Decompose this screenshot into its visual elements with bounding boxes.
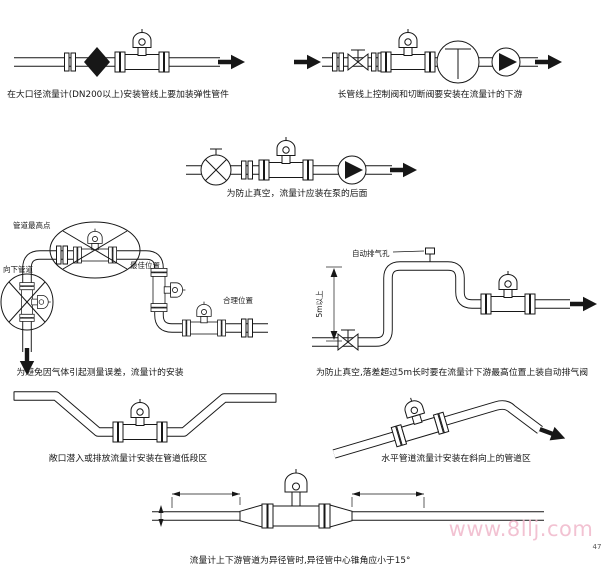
- label-highest-point: 管道最高点: [13, 220, 51, 230]
- diagram-7-inclined-pipe: 水平管道流量计安装在斜向上的管道区: [332, 389, 568, 464]
- page-number: 47: [593, 543, 602, 551]
- flowmeter: [380, 28, 436, 73]
- flowmeter: [384, 389, 450, 448]
- flowmeter-reasonable-position: [181, 301, 227, 337]
- label-best-position: 最佳位置: [130, 260, 160, 270]
- pipe: [22, 250, 268, 352]
- label-drop-height: 5m以上: [315, 290, 324, 318]
- pipe: [312, 261, 570, 347]
- caption-d1: 在大口径流量计(DN200以上)安装管线上要加装弹性管件: [7, 88, 229, 100]
- flowmeter-large: [261, 469, 331, 529]
- flowmeter-wrong-highpoint: [73, 228, 117, 264]
- caption-d6: 敞口潜入或排放流量计安装在管道低段区: [49, 452, 208, 464]
- label-down-pipe: 向下管道: [3, 264, 33, 274]
- label-reasonable-position: 合理位置: [223, 295, 253, 305]
- caption-d8: 流量计上下游管道为异径管时,异径管中心锥角应小于15°: [190, 554, 411, 566]
- flowmeter: [114, 28, 170, 73]
- dimension-line-drop: [326, 266, 342, 342]
- diagram-8-reducer-pipe: 流量计上下游管道为异径管时,异径管中心锥角应小于15°: [152, 469, 544, 566]
- gate-valve: [337, 329, 359, 351]
- reducer-cone-right: [329, 504, 353, 528]
- auto-vent-fitting: [425, 247, 435, 262]
- caption-d5: 为防止真空,落差超过5m长时要在流量计下游最高位置上装自动排气阀: [316, 366, 588, 378]
- diagram-3-pump-upstream: 为防止真空，流量计应装在泵的后面: [186, 136, 417, 199]
- flowmeter-best-position: [150, 267, 186, 313]
- wrong-position-marker: [49, 221, 141, 279]
- diagram-6-low-section: 敞口潜入或排放流量计安装在管道低段区: [13, 391, 277, 464]
- pipe: [332, 400, 543, 459]
- leader-line: [392, 250, 425, 253]
- flowmeter: [112, 398, 168, 443]
- label-auto-vent: 自动排气孔: [352, 248, 390, 258]
- dimension-line-diameter: [158, 505, 164, 527]
- diagram-1-elastic-fitting: 在大口径流量计(DN200以上)安装管线上要加装弹性管件: [7, 28, 245, 100]
- diagram-2-downstream-valves: 长管线上控制阀和切断阀要安装在流量计的下游: [294, 28, 562, 100]
- cross-out-line: [8, 281, 46, 323]
- flow-arrow: [294, 54, 321, 70]
- watermark: www.8llj.com: [449, 517, 594, 541]
- cross-out-line: [62, 230, 128, 270]
- elastic-fitting: [84, 47, 110, 77]
- flow-arrow: [535, 54, 562, 70]
- caption-d7: 水平管道流量计安装在斜向上的管道区: [381, 452, 531, 464]
- caption-d2: 长管线上控制阀和切断阀要安装在流量计的下游: [338, 88, 523, 100]
- dimension-line-downstream: [351, 491, 425, 508]
- reducer-cone-left: [239, 504, 263, 528]
- pump: [491, 47, 521, 77]
- diagram-4-gas-error-positions: 管道最高点 向下管道 最佳位置 合理位置 为避免因气体引起测量误差，流量计的安装: [0, 220, 268, 378]
- diagram-5-auto-vent: 自动排气孔 5m以上 为防止真空,落差超过5m长时要在流量计下游最高位置上装自动…: [312, 247, 597, 378]
- flow-arrow: [570, 296, 597, 312]
- globe-valve: [200, 148, 232, 186]
- dimension-line-upstream: [171, 491, 241, 508]
- wrong-position-marker: [0, 273, 54, 331]
- flowmeter: [480, 270, 536, 315]
- flowmeter: [258, 136, 314, 181]
- caption-d4: 为避免因气体引起测量误差，流量计的安装: [16, 366, 183, 378]
- gate-valve: [347, 49, 369, 71]
- flow-arrow: [218, 54, 245, 70]
- caption-d3: 为防止真空，流量计应装在泵的后面: [227, 187, 368, 199]
- control-valve: [436, 40, 480, 84]
- flowmeter-wrong-downpipe: [19, 282, 52, 322]
- pump: [337, 155, 367, 185]
- flow-arrow: [390, 162, 417, 178]
